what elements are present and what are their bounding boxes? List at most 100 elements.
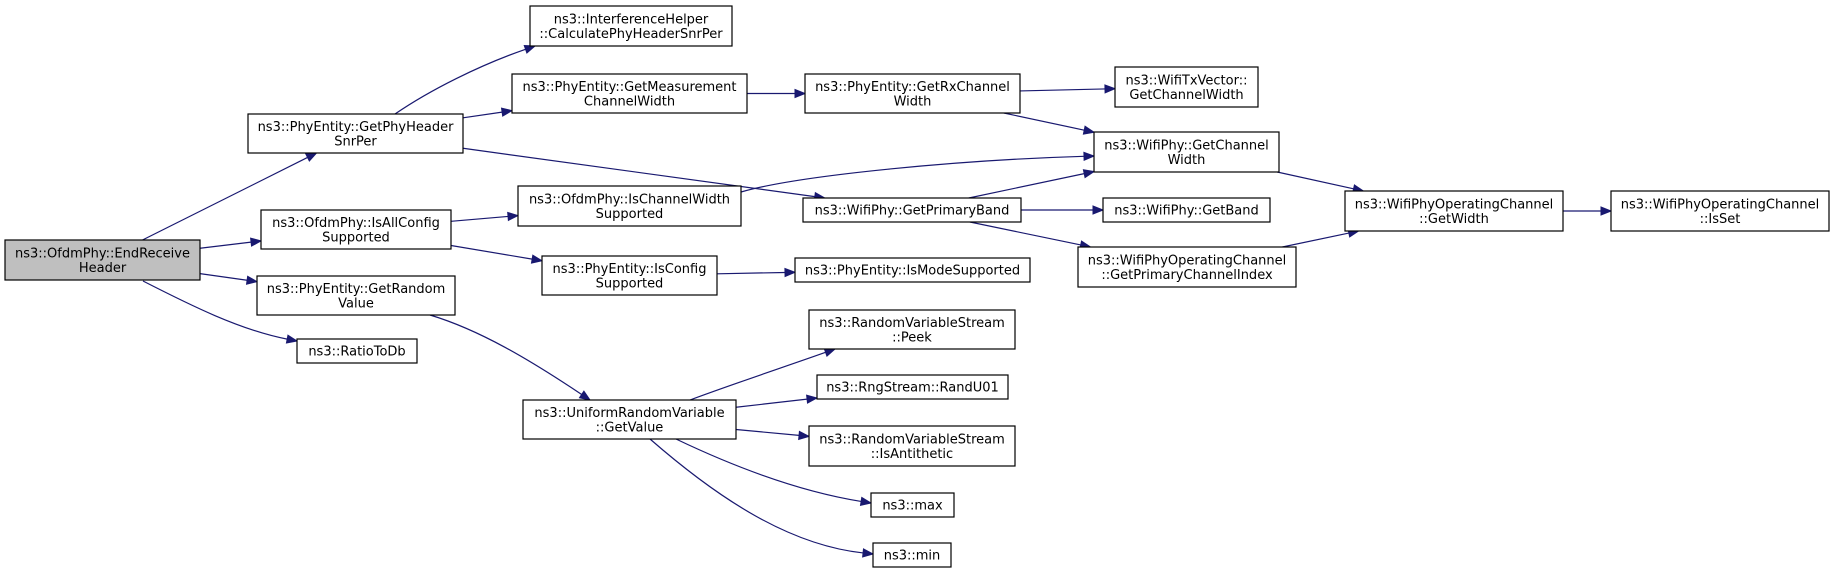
arrowhead [1083,151,1096,162]
node-label-line: ns3::OfdmPhy::IsChannelWidth [529,192,730,207]
arrowhead [578,390,592,401]
function-node[interactable]: ns3::RngStream::RandU01 [816,374,1009,400]
edge-n9-to-n16 [675,438,873,507]
node-label-line: ns3::WifiPhy::GetChannel [1104,138,1269,153]
function-node[interactable]: ns3::WifiTxVector::GetChannelWidth [1114,66,1259,108]
function-node[interactable]: ns3::max [870,492,955,518]
edge-n2-to-n7 [450,211,520,222]
edge-n0-to-n2 [199,237,263,249]
edge-line [199,273,248,281]
node-label-line: ns3::WifiTxVector:: [1125,73,1247,88]
arrowhead [1092,205,1105,215]
edge-line [450,215,509,222]
edges-layer [142,44,1613,558]
function-node[interactable]: ns3::RatioToDb [296,338,418,364]
edge-n9-to-n13 [689,348,837,401]
arrowhead [245,275,259,285]
edge-line [1019,88,1106,92]
node-box [511,73,748,114]
function-node[interactable]: ns3::WifiPhy::GetPrimaryBand [802,197,1022,223]
node-label-line: ns3::RngStream::RandU01 [826,381,999,396]
function-node[interactable]: ns3::RandomVariableStream::Peek [808,309,1016,350]
node-label-line: ::IsSet [1700,212,1741,227]
arrowhead [1082,169,1096,179]
arrowhead [1104,84,1117,94]
function-node[interactable]: ns3::PhyEntity::GetMeasurementChannelWid… [511,73,748,114]
edge-line [142,280,288,340]
function-node[interactable]: ns3::PhyEntity::IsModeSupported [794,257,1031,283]
edge-line [675,438,862,503]
arrowhead [250,237,263,247]
edge-n11-to-n19 [968,169,1096,199]
node-label-line: ns3::InterferenceHelper [554,12,709,27]
node-box [1093,131,1280,173]
node-label-line: ns3::RatioToDb [308,345,405,360]
edge-n9-to-n15 [735,428,811,441]
arrowhead [500,107,514,117]
edge-n1-to-n6 [462,107,514,119]
node-label-line: ns3::PhyEntity::IsModeSupported [805,264,1020,279]
node-label-line: ::GetValue [596,420,664,435]
edge-line [142,156,308,241]
node-label-line: ::Peek [892,330,932,345]
edge-line [649,438,864,554]
arrowhead [523,44,537,54]
node-box [1102,197,1271,223]
edge-line [1277,171,1354,190]
edge-n0-to-n4 [142,280,299,344]
node-label-line: ::GetPrimaryChannelIndex [1101,268,1273,283]
node-label-line: ns3::OfdmPhy::IsAllConfig [272,216,440,231]
node-label-line: ns3::WifiPhy::GetPrimaryBand [815,204,1010,219]
node-box [260,209,452,250]
function-node[interactable]: ns3::WifiPhyOperatingChannel::GetPrimary… [1077,246,1297,288]
node-label-line: ns3::RandomVariableStream [819,432,1005,447]
node-box [1077,246,1297,288]
node-box [802,197,1022,223]
node-box [517,185,742,227]
edge-n3-to-n9 [429,314,592,401]
node-box [1114,66,1259,108]
node-label-line: ns3::RandomVariableStream [819,316,1005,331]
edge-line [735,428,800,437]
node-label-line: Header [79,261,127,276]
edge-n19-to-n22 [1277,171,1365,194]
function-node[interactable]: ns3::RandomVariableStream::IsAntithetic [808,425,1016,467]
arrowhead [859,496,873,507]
node-label-line: ns3::max [882,499,943,514]
node-box [4,239,201,281]
function-node[interactable]: ns3::WifiPhy::GetBand [1102,197,1271,223]
node-box [541,255,718,296]
node-box [872,542,952,568]
function-node[interactable]: ns3::WifiPhyOperatingChannel::GetWidth [1344,190,1564,232]
edge-n11-to-n20 [1020,205,1105,215]
function-node[interactable]: ns3::WifiPhy::GetChannelWidth [1093,131,1280,173]
edge-line [969,221,1081,246]
node-label-line: ::CalculatePhyHeaderSnrPer [539,27,723,42]
edge-line [429,314,583,395]
edge-line [394,48,526,115]
edge-n9-to-n14 [735,394,819,408]
function-node[interactable]: ns3::min [872,542,952,568]
nodes-layer: ns3::OfdmPhy::EndReceiveHeaderns3::PhyEn… [4,5,1830,568]
edge-n11-to-n21 [969,221,1092,250]
function-node[interactable]: ns3::WifiPhyOperatingChannel::IsSet [1610,190,1830,232]
function-node[interactable]: ns3::InterferenceHelper::CalculatePhyHea… [529,5,733,47]
node-label-line: ns3::PhyEntity::GetRandom [267,282,446,297]
edge-n2-to-n8 [450,244,544,264]
node-label-line: ns3::WifiPhyOperatingChannel [1088,253,1287,268]
node-label-line: ns3::OfdmPhy::EndReceive [15,246,190,261]
node-box [804,73,1021,114]
node-label-line: Width [894,94,932,109]
arrowhead [806,394,819,404]
function-node[interactable]: ns3::UniformRandomVariable::GetValue [522,399,737,440]
node-box [794,257,1031,283]
edge-line [716,271,786,275]
node-box [808,425,1016,467]
